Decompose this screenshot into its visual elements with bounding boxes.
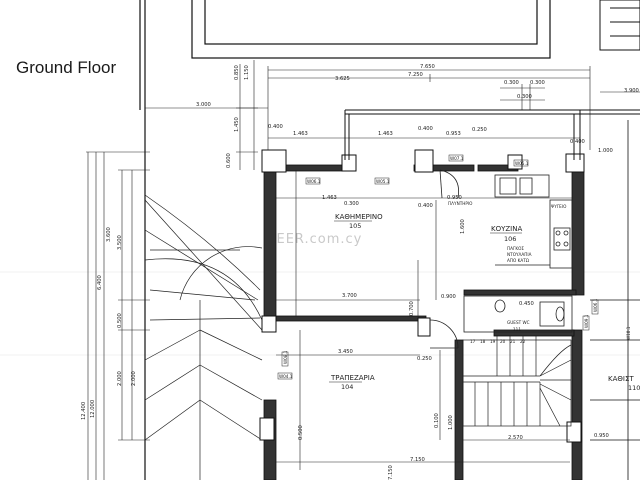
dimension-label: 3.700 bbox=[342, 293, 357, 299]
dimension-label: 2.000 bbox=[131, 371, 137, 386]
entry-steps bbox=[144, 194, 263, 480]
dimension-label: 0.700 bbox=[409, 301, 415, 316]
room-labels: ΚΑΘΗΜΕΡΙΝΟ 105 ΚΟΥΖΙΝΑ 106 ΤΡΑΠΕΖΑΡΙΑ 10… bbox=[329, 213, 640, 392]
dimension-label: 0.300 bbox=[504, 80, 519, 86]
dimension-label: 7.650 bbox=[420, 64, 435, 70]
fixture-note: ΠΛΥΝΤΗΡΙΟ bbox=[448, 201, 473, 206]
dimension-label: 0.450 bbox=[519, 301, 534, 307]
window-tag: W05.1 bbox=[376, 179, 390, 184]
dimension-label: 0.953 bbox=[446, 131, 461, 137]
dimension-label: 1.150 bbox=[244, 65, 250, 80]
dimension-label: 1.463 bbox=[293, 131, 308, 137]
dimension-label: 0.950 bbox=[447, 195, 462, 201]
dimension-label: 3.625 bbox=[335, 76, 350, 82]
stair-number: 18 bbox=[480, 339, 486, 344]
stair-number: 20 bbox=[500, 339, 506, 344]
room-number: 105 bbox=[349, 222, 361, 230]
dimension-label: 12.400 bbox=[81, 402, 87, 420]
fixture-note: ΝΤΟΥΛΑΠΙΑ bbox=[507, 252, 532, 257]
dimension-label: 6.400 bbox=[97, 275, 103, 290]
dimension-label: 0.500 bbox=[298, 425, 304, 440]
dimension-label: 0.600 bbox=[226, 153, 232, 168]
dimension-label: 1.450 bbox=[234, 117, 240, 132]
room-name: ΤΡΑΠΕΖΑΡΙΑ bbox=[330, 374, 375, 382]
window-tag: W09.1 bbox=[584, 314, 589, 328]
dimension-label: 2.570 bbox=[508, 435, 523, 441]
window-tag: W07.1 bbox=[450, 156, 464, 161]
dimension-label: 1.463 bbox=[322, 195, 337, 201]
stair-numbers: 17 18 19 20 21 22 bbox=[470, 339, 526, 344]
dimension-label: 3.500 bbox=[117, 235, 123, 250]
dimension-label: 0.300 bbox=[530, 80, 545, 86]
window-tag: W04.1 bbox=[279, 374, 293, 379]
dimension-label: 3.000 bbox=[196, 102, 211, 108]
doors bbox=[429, 169, 459, 349]
window-tag: W06.1 bbox=[307, 179, 321, 184]
room-number: 106 bbox=[504, 235, 516, 243]
fixture-note: ΠΑΓΚΟΣ bbox=[507, 246, 524, 251]
page-title: Ground Floor bbox=[16, 58, 117, 77]
dimension-label: 3.600 bbox=[106, 227, 112, 242]
terrace-outline bbox=[344, 0, 640, 160]
room-name: ΚΟΥΖΙΝΑ bbox=[491, 225, 522, 233]
dimension-label: 0.400 bbox=[418, 126, 433, 132]
wc-fixtures bbox=[463, 295, 573, 333]
dimension-label: 0.400 bbox=[570, 139, 585, 145]
stair-number: 17 bbox=[470, 339, 476, 344]
fixture-note: ΨΥΓΕΙΟ bbox=[551, 204, 567, 209]
dimension-labels: 7.650 7.250 3.625 3.000 0.300 0.300 0.30… bbox=[81, 64, 639, 480]
room-name: GUEST WC bbox=[507, 320, 530, 325]
dimension-label: 3.900 bbox=[624, 88, 639, 94]
dimension-label: 0.400 bbox=[268, 124, 283, 130]
window-tag: W06.1 bbox=[593, 298, 598, 312]
dimension-label: 0.950 bbox=[594, 433, 609, 439]
dimension-label: 0.100 bbox=[434, 413, 440, 428]
interior-stair bbox=[462, 336, 572, 427]
dimension-label: 0.250 bbox=[417, 356, 432, 362]
window-tags: W06.1 W05.1 W07.1 W05.1 W04.1 W08.1 W06.… bbox=[277, 154, 631, 380]
dimension-label: 7.150 bbox=[388, 465, 394, 480]
dimension-label: 1.463 bbox=[378, 131, 393, 137]
dimension-label: 12.000 bbox=[90, 400, 96, 418]
dimension-label: 7.250 bbox=[408, 72, 423, 78]
dimension-label: 0.900 bbox=[441, 294, 456, 300]
lower-dimension-lines bbox=[276, 170, 570, 470]
room-name: ΚΑΘΗΜΕΡΙΝΟ bbox=[335, 213, 383, 221]
window-tag: W10.1 bbox=[626, 326, 631, 340]
dimension-label: 2.000 bbox=[117, 371, 123, 386]
dimension-label: 0.400 bbox=[418, 203, 433, 209]
right-room-edge bbox=[590, 120, 640, 480]
room-number: 111 bbox=[513, 327, 521, 332]
stair-number: 21 bbox=[510, 339, 516, 344]
dimension-label: 0.300 bbox=[344, 201, 359, 207]
window-tag: W08.1 bbox=[283, 350, 288, 364]
dimension-label: 3.450 bbox=[338, 349, 353, 355]
room-name: ΚΑΘΙΣΤ bbox=[608, 375, 634, 383]
dimension-label: 1.000 bbox=[448, 415, 454, 430]
dimension-label: 0.300 bbox=[517, 94, 532, 100]
stair-number: 22 bbox=[520, 339, 526, 344]
top-dimension-lines bbox=[145, 60, 640, 199]
upper-structure bbox=[139, 0, 551, 480]
dimension-label: 0.850 bbox=[234, 65, 240, 80]
dimension-label: 1.000 bbox=[598, 148, 613, 154]
fixture-note: ΑΠΟ ΚΑΤΩ bbox=[507, 258, 530, 263]
room-number: 104 bbox=[341, 383, 353, 391]
watermark: FEER.com.cy bbox=[268, 232, 363, 247]
room-number: 110 bbox=[628, 384, 640, 392]
kitchen-fixtures bbox=[494, 174, 573, 269]
dimension-label: 0.500 bbox=[117, 313, 123, 328]
left-dimension-lines bbox=[86, 151, 150, 480]
dimension-label: 7.150 bbox=[410, 457, 425, 463]
dimension-label: 1.600 bbox=[460, 219, 466, 234]
dimension-label: 0.250 bbox=[472, 127, 487, 133]
window-tag: W05.1 bbox=[515, 161, 529, 166]
stair-number: 19 bbox=[490, 339, 496, 344]
